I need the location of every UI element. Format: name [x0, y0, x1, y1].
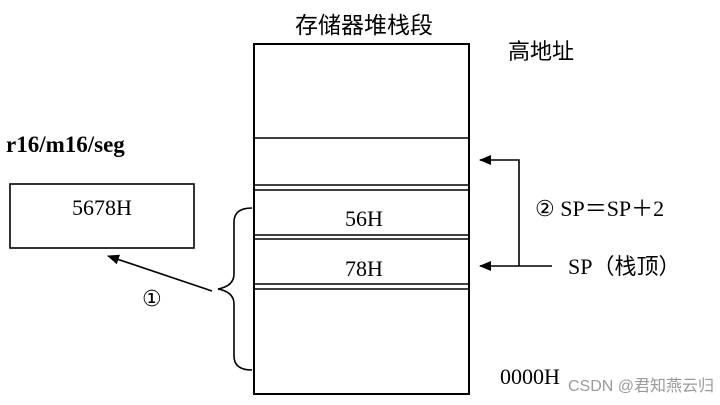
step-one-label: ① [142, 287, 162, 312]
step-two-label: ② SP＝SP＋2 [535, 196, 664, 221]
destination-box [9, 183, 195, 249]
diagram-title: 存储器堆栈段 [295, 13, 433, 39]
byte-group-brace [217, 207, 253, 371]
operand-label: r16/m16/seg [6, 132, 125, 157]
watermark: CSDN @君知燕云归 [568, 377, 714, 395]
stack-cell-low-byte: 78H [345, 256, 383, 281]
stack-cell-high-byte: 56H [345, 206, 383, 231]
low-address-label: 0000H [500, 364, 560, 389]
high-address-label: 高地址 [508, 40, 574, 65]
sp-update-path [479, 155, 552, 267]
stack-cell-dividers [254, 137, 469, 290]
stack-segment-box [253, 43, 470, 395]
destination-value: 5678H [72, 195, 132, 220]
stack-pointer-label: SP（栈顶） [568, 254, 680, 279]
step-one-arrow [107, 254, 213, 292]
